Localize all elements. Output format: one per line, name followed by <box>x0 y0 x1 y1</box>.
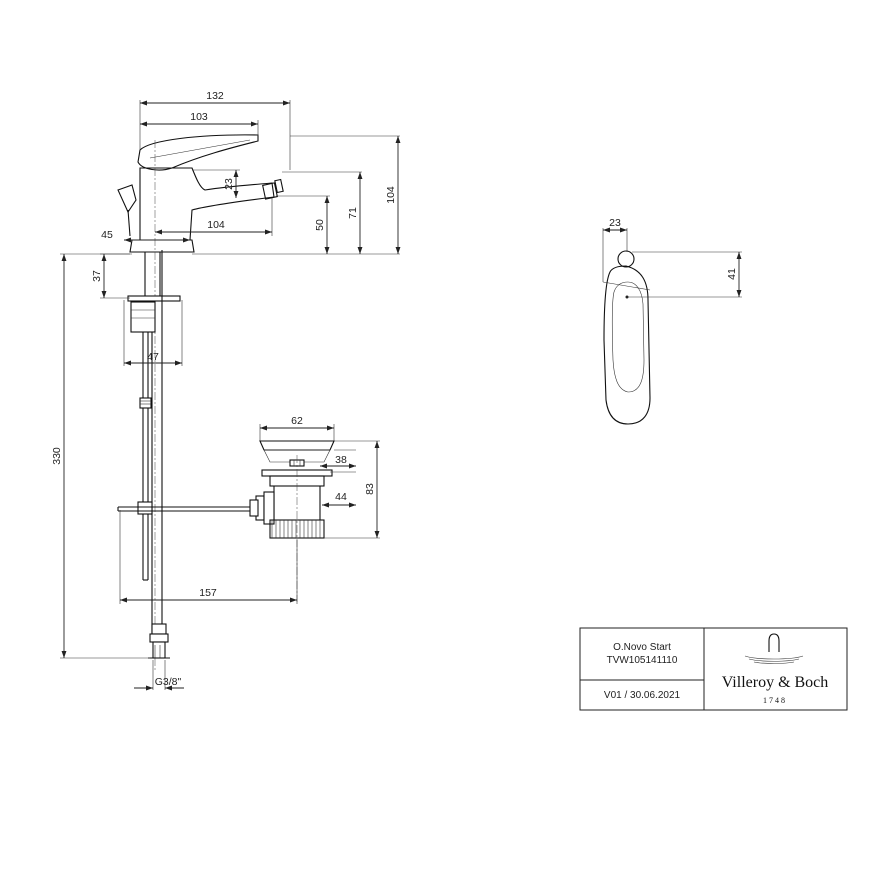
dimension-lines <box>60 100 742 691</box>
dim-45: 45 <box>101 229 113 241</box>
product-name: O.Novo Start <box>613 642 671 653</box>
dim-83: 83 <box>364 483 376 495</box>
title-block: O.Novo Start TVW105141110 V01 / 30.06.20… <box>579 627 848 711</box>
dim-23-side: 23 <box>223 178 235 190</box>
dim-104-vertical: 104 <box>385 186 397 204</box>
dim-37: 37 <box>91 270 103 282</box>
dim-103: 103 <box>190 111 208 123</box>
dim-44: 44 <box>335 491 347 503</box>
brand-name: Villeroy & Boch <box>722 674 829 691</box>
dim-47: 47 <box>147 351 159 363</box>
dim-thread-g38: G3/8" <box>155 676 182 688</box>
dim-38: 38 <box>335 454 347 466</box>
waste-fitting <box>249 440 335 602</box>
product-code: TVW105141110 <box>607 655 678 666</box>
dim-330: 330 <box>51 447 63 465</box>
dim-62: 62 <box>291 415 303 427</box>
dim-50: 50 <box>314 219 326 231</box>
dim-132: 132 <box>206 90 224 102</box>
brand-year: 1748 <box>763 696 787 705</box>
dim-104-horizontal: 104 <box>207 219 225 231</box>
villeroy-boch-logo-icon <box>744 633 804 664</box>
faucet-side-view <box>117 134 284 670</box>
version-date: V01 / 30.06.2021 <box>604 690 681 701</box>
dim-41: 41 <box>726 268 738 280</box>
dim-23-top: 23 <box>609 217 621 229</box>
dim-157: 157 <box>199 587 217 599</box>
dimension-labels: 132 103 104 45 23 104 71 50 37 47 330 15… <box>51 90 738 688</box>
dim-71: 71 <box>347 207 359 219</box>
faucet-top-view <box>602 250 651 425</box>
